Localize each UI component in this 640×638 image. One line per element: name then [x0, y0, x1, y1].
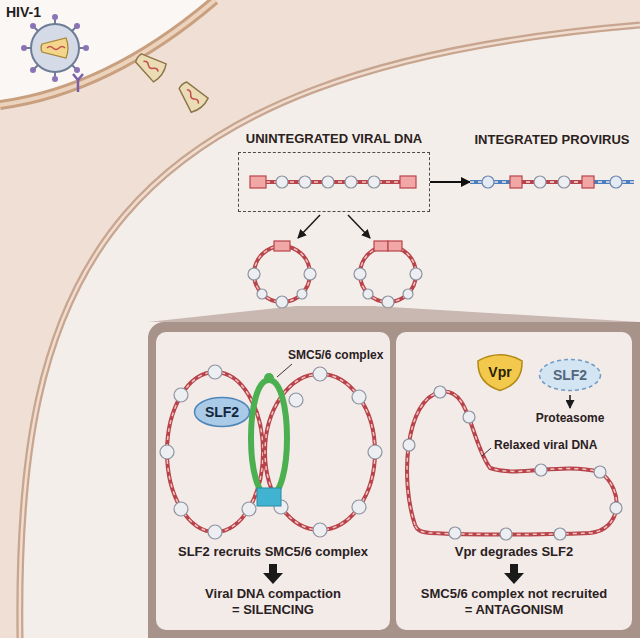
callout-label: SMC5/6 complex — [288, 348, 383, 362]
result-arrow — [263, 564, 283, 584]
relaxed-viral-dna — [403, 386, 622, 540]
outcome-text: Viral DNA compaction = SILENCING — [202, 586, 344, 618]
provirus-group: INTEGRATED PROVIRUS — [470, 132, 634, 202]
section-heading: INTEGRATED PROVIRUS — [470, 132, 634, 148]
callout-label: Relaxed viral DNA — [494, 438, 597, 452]
integrated-dna — [470, 170, 634, 194]
dashed-frame: UNINTEGRATED VIRAL DNA — [238, 152, 430, 212]
flow-arrow — [430, 181, 470, 183]
mechanism-text: Vpr degrades SLF2 — [455, 544, 573, 560]
ellipse-shape — [540, 360, 601, 391]
nucleosome — [610, 176, 622, 188]
protein-shield: Vpr — [476, 352, 524, 392]
result-arrow — [504, 564, 524, 584]
compacted-viral-dna — [160, 365, 382, 539]
shield-shape — [478, 355, 522, 391]
ellipse-shape — [195, 398, 250, 427]
protein-label: SLF2 — [553, 367, 587, 384]
ltr-box — [582, 176, 594, 188]
viral-capsid — [131, 48, 168, 83]
figure-tag: HIV-1 — [6, 4, 41, 21]
nucleosome — [558, 176, 570, 188]
protein-label: Vpr — [488, 364, 511, 381]
ltr-box — [510, 176, 522, 188]
flow-arrow — [298, 215, 320, 238]
virus-particle — [21, 14, 89, 82]
zoom-wedge — [148, 306, 640, 322]
protein-ellipse: SLF2 — [538, 358, 602, 392]
section-heading: UNINTEGRATED VIRAL DNA — [246, 131, 422, 147]
smc56-complex — [251, 373, 287, 506]
mechanism-text: SLF2 recruits SMC5/6 complex — [178, 544, 368, 560]
protein-ellipse: SLF2 — [193, 396, 251, 428]
detail-panel — [148, 322, 640, 638]
callout-label: Proteasome — [536, 411, 605, 425]
linear-viral-dna — [250, 176, 416, 188]
leader-line — [482, 448, 491, 456]
outcome-text: SMC5/6 complex not recruited = ANTAGONIS… — [418, 586, 610, 618]
leader-line — [277, 364, 292, 377]
flow-arrow — [348, 215, 370, 238]
degradation-arrow — [569, 395, 571, 408]
receptor — [73, 74, 83, 92]
viral-capsid — [174, 77, 210, 114]
circular-viral-dna — [248, 241, 316, 308]
nucleosome — [482, 176, 494, 188]
protein-label: SLF2 — [205, 404, 239, 421]
nucleosome — [534, 176, 546, 188]
silencing-panel — [156, 332, 390, 630]
circular-viral-dna — [354, 241, 422, 308]
antagonism-panel — [396, 332, 632, 630]
